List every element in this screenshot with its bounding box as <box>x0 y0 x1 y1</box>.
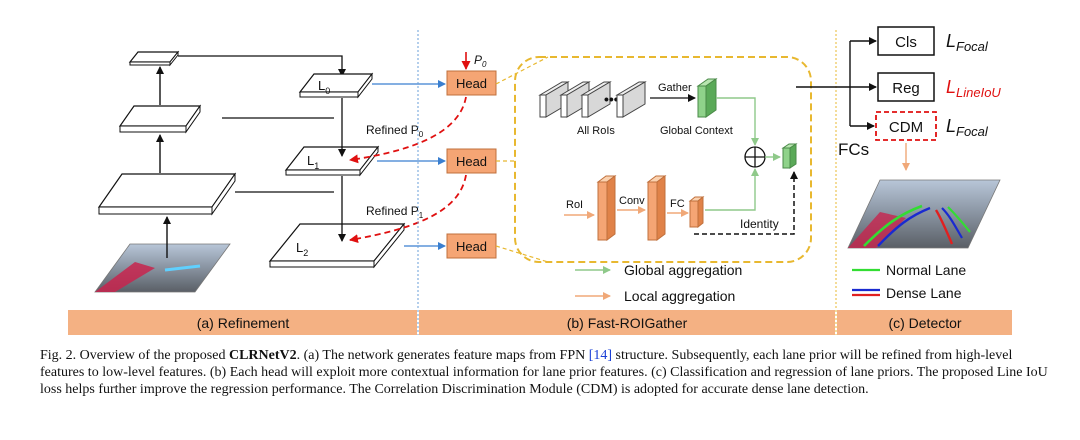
bar-detector-label: (c) Detector <box>888 315 961 331</box>
svg-text:Global aggregation: Global aggregation <box>624 262 742 278</box>
bar-fast-roigather <box>419 310 835 335</box>
roi-feature <box>596 175 617 241</box>
caption-part-1: Fig. 2. Overview of the proposed <box>40 348 229 363</box>
refined-p1-label: Refined P1 <box>366 204 424 220</box>
l1-label: L1 <box>307 153 319 171</box>
all-rois-features: ••• <box>538 81 647 118</box>
output-feature <box>781 143 798 169</box>
backbone-level-2 <box>118 104 202 134</box>
figure-caption: Fig. 2. Overview of the proposed CLRNetV… <box>40 347 1050 398</box>
refinement-section: L0 L1 L2 P0 Head Head <box>94 50 497 293</box>
bar-refinement <box>68 310 417 335</box>
fc-feature <box>688 195 705 229</box>
cdm-loss: LFocal <box>946 116 989 139</box>
roi-label: RoI <box>566 199 583 211</box>
head-2: Head <box>446 233 497 259</box>
backbone-level-3 <box>128 50 180 67</box>
conv-feature <box>646 175 667 241</box>
fpn-level-l0: L0 <box>298 72 374 99</box>
fast-roigather-section: ••• All RoIs Gather Global Context <box>495 56 812 304</box>
conv-label: Conv <box>619 195 645 207</box>
l2-label: L2 <box>296 240 308 258</box>
bar-refinement-label: (a) Refinement <box>197 315 290 331</box>
detector-section: FCs Cls Reg CDM LFocal LLineIoU LFocal <box>796 26 1001 301</box>
reg-box: Reg <box>877 72 935 102</box>
fpn-level-l2: L2 <box>268 222 406 269</box>
fcs-label: FCs <box>838 140 869 159</box>
svg-text:Local aggregation: Local aggregation <box>624 288 735 304</box>
refined-p1-arrow <box>349 174 467 244</box>
l0-label: L0 <box>318 78 330 96</box>
svg-text:CDM: CDM <box>889 119 923 136</box>
fpn-level-l1: L1 <box>284 145 380 177</box>
svg-text:Dense Lane: Dense Lane <box>886 285 962 301</box>
fc-label: FC <box>670 198 685 210</box>
head-0: Head <box>446 70 497 96</box>
refined-p0-label: Refined P0 <box>366 123 424 139</box>
svg-text:Reg: Reg <box>892 80 920 97</box>
p0-label: P0 <box>474 53 487 69</box>
caption-citation-link[interactable]: [14] <box>588 348 613 363</box>
caption-model-name: CLRNetV2 <box>228 348 297 363</box>
reg-loss: LLineIoU <box>946 77 1001 100</box>
bar-fast-roigather-label: (b) Fast-ROIGather <box>567 315 688 331</box>
bar-detector <box>837 310 1012 335</box>
cls-box: Cls <box>877 26 935 56</box>
svg-text:Normal Lane: Normal Lane <box>886 262 966 278</box>
gather-module-box <box>514 56 812 263</box>
identity-path <box>694 171 798 235</box>
global-context-label: Global Context <box>660 125 733 137</box>
architecture-diagram: L0 L1 L2 P0 Head Head <box>68 26 1012 335</box>
global-context-feature <box>696 78 718 118</box>
sum-operator-icon <box>744 146 766 168</box>
svg-text:•••: ••• <box>604 91 619 107</box>
road-image-small <box>94 243 231 293</box>
cdm-box: CDM <box>875 111 937 141</box>
head-1: Head <box>446 148 497 174</box>
identity-label: Identity <box>740 217 779 231</box>
svg-text:Head: Head <box>456 239 487 254</box>
refined-p0-arrow <box>349 96 467 164</box>
svg-text:Cls: Cls <box>895 34 917 51</box>
backbone-level-1 <box>97 172 237 216</box>
all-rois-label: All RoIs <box>577 125 615 137</box>
svg-text:Head: Head <box>456 76 487 91</box>
road-image-detection <box>847 179 1001 249</box>
cls-loss: LFocal <box>946 31 989 54</box>
caption-part-2: . (a) The network generates feature maps… <box>296 348 589 363</box>
caption-part-3: structure. Subsequently, each lane prior… <box>40 348 1048 397</box>
lane-legend: Normal Lane Dense Lane <box>852 262 966 301</box>
section-bars: (a) Refinement (b) Fast-ROIGather (c) De… <box>68 310 1012 335</box>
aggregation-legend: Global aggregation Local aggregation <box>575 262 742 304</box>
gather-label: Gather <box>658 82 692 94</box>
svg-text:Head: Head <box>456 154 487 169</box>
